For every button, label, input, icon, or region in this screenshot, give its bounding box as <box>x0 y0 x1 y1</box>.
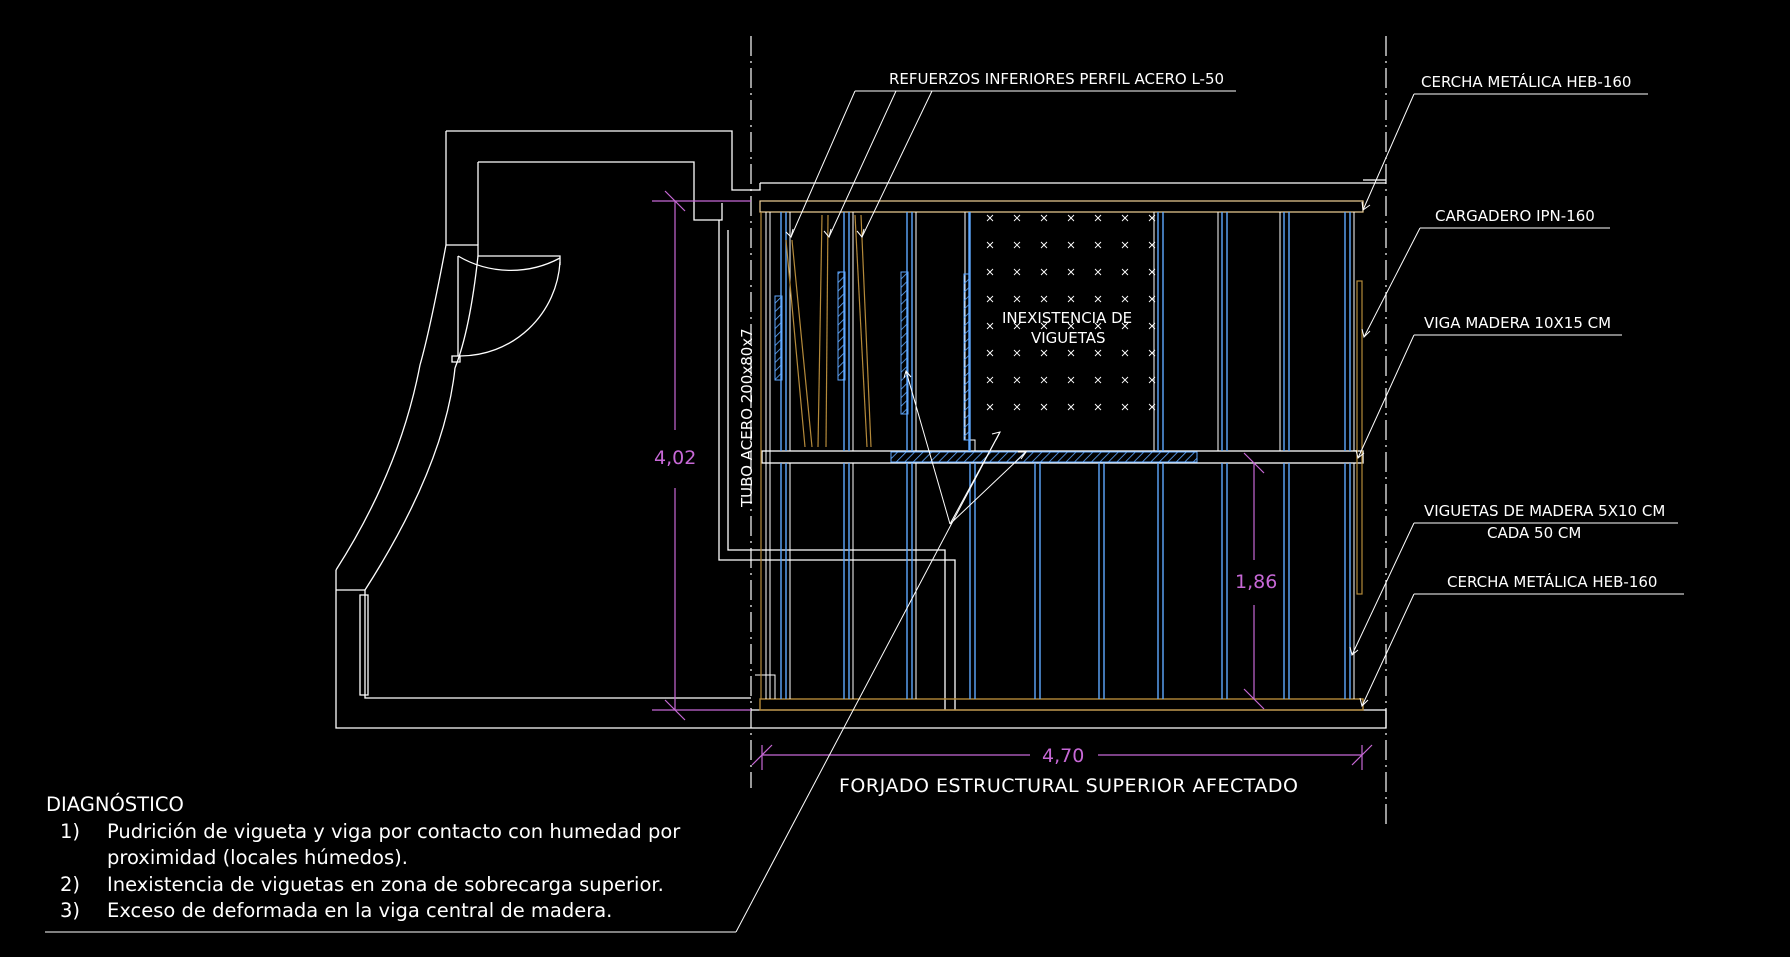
cross-marker <box>1067 403 1075 411</box>
damaged-zones <box>774 271 971 441</box>
cross-marker <box>1067 349 1075 357</box>
cross-marker <box>1148 322 1156 330</box>
cross-marker <box>1013 322 1021 330</box>
missing-joists-crosses <box>986 214 1156 411</box>
cross-marker <box>986 322 994 330</box>
cross-marker <box>1094 241 1102 249</box>
drawing-title: FORJADO ESTRUCTURAL SUPERIOR AFECTADO <box>839 775 1298 797</box>
diagnosis-heading: DIAGNÓSTICO <box>46 793 184 816</box>
cross-marker <box>1040 268 1048 276</box>
cross-marker <box>1067 241 1075 249</box>
diagnosis-item-number: 1) <box>60 819 81 843</box>
cross-marker <box>1040 403 1048 411</box>
cross-marker <box>1040 241 1048 249</box>
cross-marker <box>1040 322 1048 330</box>
cross-marker <box>1040 295 1048 303</box>
diagnosis-item-number: 2) <box>60 872 81 896</box>
cross-marker <box>1040 376 1048 384</box>
cross-marker <box>1094 403 1102 411</box>
cross-marker <box>1148 241 1156 249</box>
cross-marker <box>986 241 994 249</box>
cross-marker <box>1040 349 1048 357</box>
cross-marker <box>1148 268 1156 276</box>
steel-reinforcements <box>760 212 1363 699</box>
cross-marker <box>1013 214 1021 222</box>
diagnosis-item: 1) Pudrición de vigueta y viga por conta… <box>46 819 767 872</box>
cross-marker <box>986 295 994 303</box>
cross-marker <box>1121 322 1129 330</box>
wall-outline <box>335 130 1387 729</box>
dimension-height-total: 4,02 <box>654 447 696 469</box>
cross-marker <box>1121 376 1129 384</box>
cross-marker <box>1121 241 1129 249</box>
cross-marker <box>1148 349 1156 357</box>
cross-marker <box>1013 349 1021 357</box>
cross-marker <box>1148 214 1156 222</box>
cross-marker <box>1094 376 1102 384</box>
cross-marker <box>1067 376 1075 384</box>
central-timber-beam <box>761 450 1364 464</box>
dimension-width-total: 4,70 <box>1042 745 1084 767</box>
label-cargadero: CARGADERO IPN-160 <box>1435 207 1595 225</box>
cross-marker <box>986 268 994 276</box>
cross-marker <box>986 403 994 411</box>
leader-arrows <box>785 201 1371 707</box>
cross-marker <box>1094 214 1102 222</box>
cross-marker <box>1121 295 1129 303</box>
label-viga-madera: VIGA MADERA 10X15 CM <box>1424 314 1611 332</box>
diagnosis-item-text: Inexistencia de viguetas en zona de sobr… <box>107 872 664 896</box>
cross-marker <box>1094 322 1102 330</box>
cross-marker <box>1067 214 1075 222</box>
cross-marker <box>1121 403 1129 411</box>
axis-lines <box>750 36 1387 825</box>
diagnosis-item: 2) Inexistencia de viguetas en zona de s… <box>46 872 767 899</box>
cross-marker <box>1040 214 1048 222</box>
bottom-truss-beam <box>759 698 1364 711</box>
label-viguetas-2: CADA 50 CM <box>1487 524 1581 542</box>
cross-marker <box>1121 349 1129 357</box>
label-inexistencia-2: VIGUETAS <box>1031 329 1106 347</box>
diagnosis-item-text: Exceso de deformada en la viga central d… <box>107 899 613 922</box>
cross-marker <box>1148 376 1156 384</box>
dimension-height-lower: 1,86 <box>1235 571 1277 593</box>
cross-marker <box>1121 214 1129 222</box>
label-refuerzos: REFUERZOS INFERIORES PERFIL ACERO L-50 <box>889 70 1224 88</box>
label-inexistencia-1: INEXISTENCIA DE <box>1002 309 1132 327</box>
dimension-lines <box>652 190 1373 770</box>
cross-marker <box>986 214 994 222</box>
cross-marker <box>1094 295 1102 303</box>
diagnosis-item-number: 3) <box>60 899 81 922</box>
cross-marker <box>1094 268 1102 276</box>
diagnosis-item-text: Pudrición de vigueta y viga por contacto… <box>107 819 681 870</box>
label-cercha-bottom: CERCHA METÁLICA HEB-160 <box>1447 572 1657 591</box>
cross-marker <box>1121 268 1129 276</box>
cross-marker <box>1094 349 1102 357</box>
cross-marker <box>1013 241 1021 249</box>
cross-marker <box>1013 295 1021 303</box>
cross-marker <box>1013 403 1021 411</box>
cross-marker <box>1148 295 1156 303</box>
cross-marker <box>1067 322 1075 330</box>
label-viguetas-1: VIGUETAS DE MADERA 5X10 CM <box>1424 502 1665 520</box>
cross-marker <box>1067 268 1075 276</box>
diagnosis-item: 3) Exceso de deformada en la viga centra… <box>46 898 767 925</box>
cross-marker <box>986 349 994 357</box>
cross-marker <box>1013 268 1021 276</box>
leader-lines <box>45 90 1684 933</box>
label-tubo: TUBO ACERO 200x80x7 <box>738 328 756 508</box>
label-cercha-top: CERCHA METÁLICA HEB-160 <box>1421 72 1631 91</box>
cross-marker <box>1148 403 1156 411</box>
top-truss-beam <box>759 200 1364 213</box>
cross-marker <box>1013 376 1021 384</box>
cross-marker <box>1067 295 1075 303</box>
joist-outlines <box>755 212 1355 699</box>
diagnosis-notes: DIAGNÓSTICO 1) Pudrición de vigueta y vi… <box>46 792 767 925</box>
cross-marker <box>986 376 994 384</box>
